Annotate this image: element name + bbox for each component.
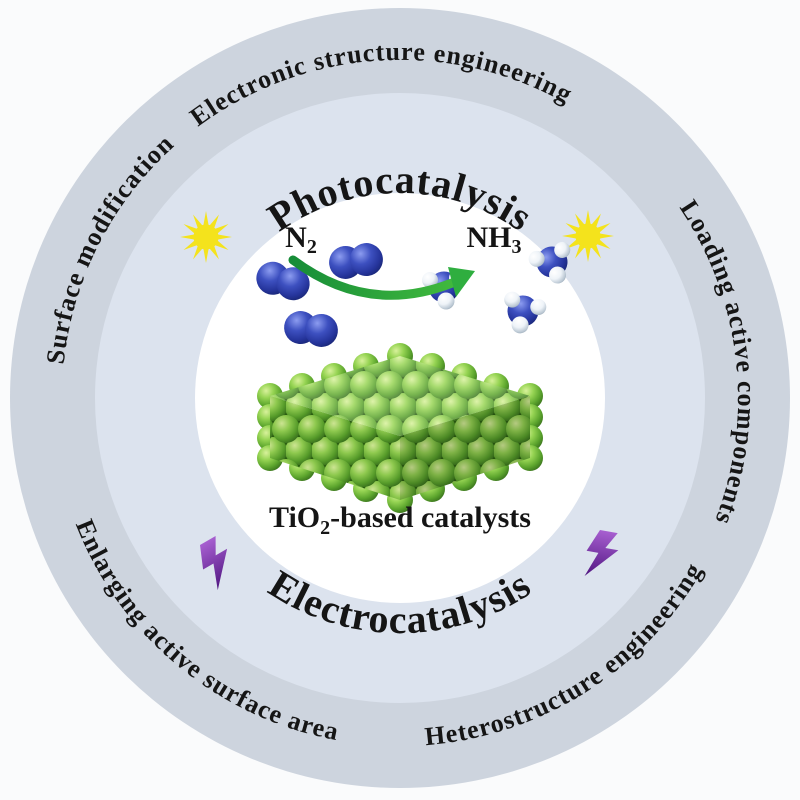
catalyst-cube bbox=[257, 343, 543, 513]
catalyst-cube-right-shade bbox=[400, 396, 530, 500]
reaction-arrow bbox=[288, 255, 475, 300]
catalyst-label-subscript: 2 bbox=[320, 517, 330, 539]
reactant-label: N2 bbox=[285, 221, 317, 258]
catalyst-label: TiO2-based catalysts bbox=[269, 501, 531, 539]
reactant-base: N bbox=[285, 221, 307, 254]
product-label: NH3 bbox=[467, 221, 522, 258]
catalyst-label-post: -based catalysts bbox=[330, 501, 531, 534]
catalyst-cube-left-face bbox=[270, 396, 400, 500]
catalyst-cube-top-highlight bbox=[270, 356, 530, 436]
reactant-subscript: 2 bbox=[307, 236, 317, 258]
product-subscript: 3 bbox=[512, 236, 522, 258]
product-base: NH bbox=[467, 221, 512, 254]
catalyst-cube-right-face bbox=[400, 396, 530, 500]
catalyst-label-pre: TiO bbox=[269, 501, 320, 534]
catalyst-cube-left-shade bbox=[270, 396, 400, 500]
